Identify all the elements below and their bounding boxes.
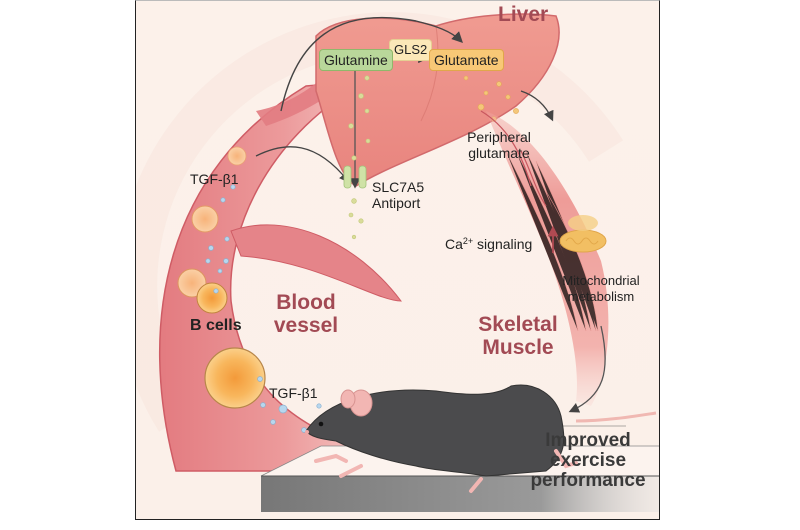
skeletal-muscle [486,111,609,406]
blood-line2: vessel [273,314,339,337]
tgf-beta1-label-bottom: TGF-β1 [269,385,318,401]
b-cells [177,146,266,409]
slc7a5-line1: SLC7A5 [372,179,425,195]
tgf-beta1-label-top: TGF-β1 [190,171,239,187]
glutamine-box: Glutamine [319,49,393,71]
mouse-tail [575,411,657,423]
ca-prefix: Ca [445,236,463,252]
b-cells-label: B cells [190,317,242,334]
treadmill-base [261,476,659,512]
liver-label: Liver [498,3,549,26]
outcome-label: Improved exercise performance [518,431,658,491]
skeletal-muscle-label: Skeletal Muscle [463,313,573,359]
ca-superscript: 2+ [462,236,474,246]
slc7a5-transporter [343,165,367,189]
gls2-enzyme-label: GLS2 [389,39,433,61]
muscle-fibers [505,150,599,332]
slc7a5-label: SLC7A5 Antiport [372,179,442,211]
peripheral-line2: glutamate [468,145,530,161]
outcome-line3: performance [530,470,646,491]
outcome-line1: Improved [545,430,631,451]
mouse-icon [305,384,578,493]
outcome-line2: exercise [549,450,627,471]
peripheral-line1: Peripheral [467,129,531,145]
mitochondrial-metabolism-label: Mitochondrial metabolism [546,273,656,305]
glutamate-box: Glutamate [429,49,504,71]
skeletal-line2: Muscle [482,336,554,359]
ca-signaling-label: Ca2+ signaling [445,233,532,252]
vessel-branch [230,224,403,302]
arrow-to-muscle [520,90,554,122]
blood-line1: Blood [276,291,336,314]
mito-line1: Mitochondrial [562,273,640,288]
diagram-artwork [136,12,659,519]
mitochondria-icon [559,215,607,253]
ca-suffix: signaling [473,236,533,252]
glutamine-dots [348,75,371,240]
arrow-to-gls2 [280,16,463,112]
peripheral-glutamate-label: Peripheral glutamate [449,129,549,161]
arrow-muscle-to-mouse [568,325,606,413]
arrow-tgf-to-transporter [255,146,350,184]
slc7a5-line2: Antiport [372,195,421,211]
blood-vessel-label: Blood vessel [266,291,346,337]
mito-line2: metabolism [567,289,635,304]
diagram-frame: Liver GLS2 Glutamine Glutamate SLC7A5 An… [135,0,660,520]
skeletal-line1: Skeletal [478,313,558,336]
